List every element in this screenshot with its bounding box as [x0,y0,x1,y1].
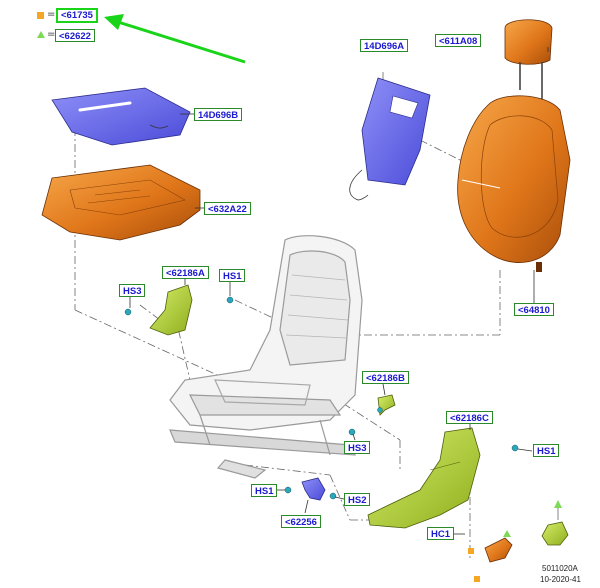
callout-62186B[interactable]: <62186B [362,371,409,384]
callout-62186C[interactable]: <62186C [446,411,493,424]
drawing-code: 5011020A [542,564,578,573]
drawing-date: 10-2020-41 [540,575,581,584]
screw-fasteners [124,296,519,500]
legend-callout-62622[interactable]: <62622 [55,29,95,42]
side-shield-62186C-part[interactable] [367,427,481,529]
backrest-back-panel-part[interactable] [349,77,431,201]
backrest-pad-part[interactable] [457,95,571,272]
bracket-62186A-part[interactable] [149,284,193,336]
seat-frame-part[interactable] [169,235,363,479]
callout-632A22[interactable]: <632A22 [204,202,251,215]
seat-cushion-cover-part[interactable] [51,87,191,146]
callout-62256[interactable]: <62256 [281,515,321,528]
legend-callout-61735[interactable]: <61735 [56,8,98,23]
callout-62186A[interactable]: <62186A [162,266,209,279]
lever-handle-part[interactable] [468,537,513,582]
callout-HS3-center[interactable]: HS3 [344,441,371,454]
callout-HS1-right[interactable]: HS1 [533,444,560,457]
seat-cushion-pad-part[interactable] [41,164,201,241]
callout-HS1-lower[interactable]: HS1 [251,484,278,497]
legend-equals-1: = [47,9,56,20]
clip-62256-part[interactable] [301,477,326,501]
leader-lines [129,47,549,535]
callout-HS1-upper[interactable]: HS1 [219,269,246,282]
callout-HS3-left[interactable]: HS3 [119,284,146,297]
callout-64810[interactable]: <64810 [514,303,554,316]
callout-14D696A[interactable]: 14D696A [360,39,409,52]
orange-square-icon [37,12,44,19]
green-triangle-icon [37,31,45,38]
callout-14D696B[interactable]: 14D696B [194,108,243,121]
callout-HS2[interactable]: HS2 [344,493,371,506]
callout-HC1[interactable]: HC1 [427,527,455,540]
recliner-knob-part[interactable] [503,500,569,546]
highlight-arrow [104,14,246,64]
legend-equals-2: = [47,29,56,40]
callout-611A08[interactable]: <611A08 [435,34,482,47]
